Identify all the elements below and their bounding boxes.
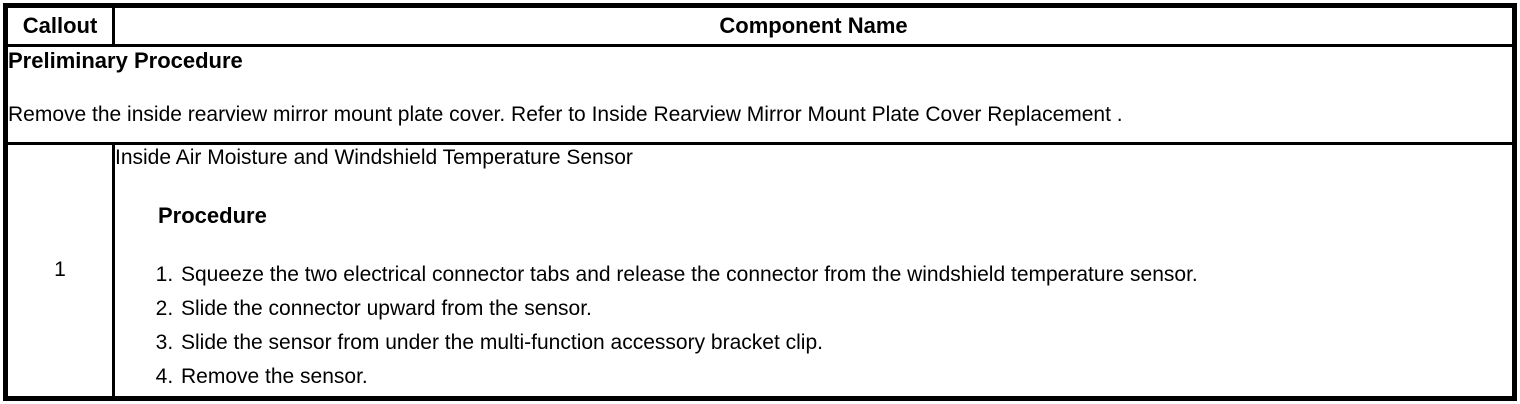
preliminary-procedure-text: Remove the inside rearview mirror mount …	[8, 102, 1123, 126]
component-name: Inside Air Moisture and Windshield Tempe…	[115, 146, 633, 169]
callout-number: 1	[4, 142, 115, 400]
callout-component-table: Callout Component Name Preliminary Proce…	[3, 3, 1517, 401]
table-header-row: Callout Component Name	[4, 4, 1516, 47]
procedure-step-list: Squeeze the two electrical connector tab…	[115, 258, 1512, 394]
table-row: 1 Inside Air Moisture and Windshield Tem…	[4, 142, 1516, 400]
procedure-step: Slide the sensor from under the multi-fu…	[179, 326, 1512, 360]
procedure-step: Remove the sensor.	[179, 360, 1512, 394]
preliminary-procedure-cell: Preliminary Procedure Remove the inside …	[4, 44, 1516, 145]
preliminary-procedure-title: Preliminary Procedure	[8, 48, 243, 73]
component-name-column-header: Component Name	[112, 4, 1516, 47]
procedure-step: Slide the connector upward from the sens…	[179, 292, 1512, 326]
procedure-step: Squeeze the two electrical connector tab…	[179, 258, 1512, 292]
preliminary-procedure-row: Preliminary Procedure Remove the inside …	[4, 44, 1516, 145]
component-cell: Inside Air Moisture and Windshield Tempe…	[112, 142, 1516, 400]
callout-column-header: Callout	[4, 4, 115, 47]
procedure-heading: Procedure	[158, 203, 267, 229]
